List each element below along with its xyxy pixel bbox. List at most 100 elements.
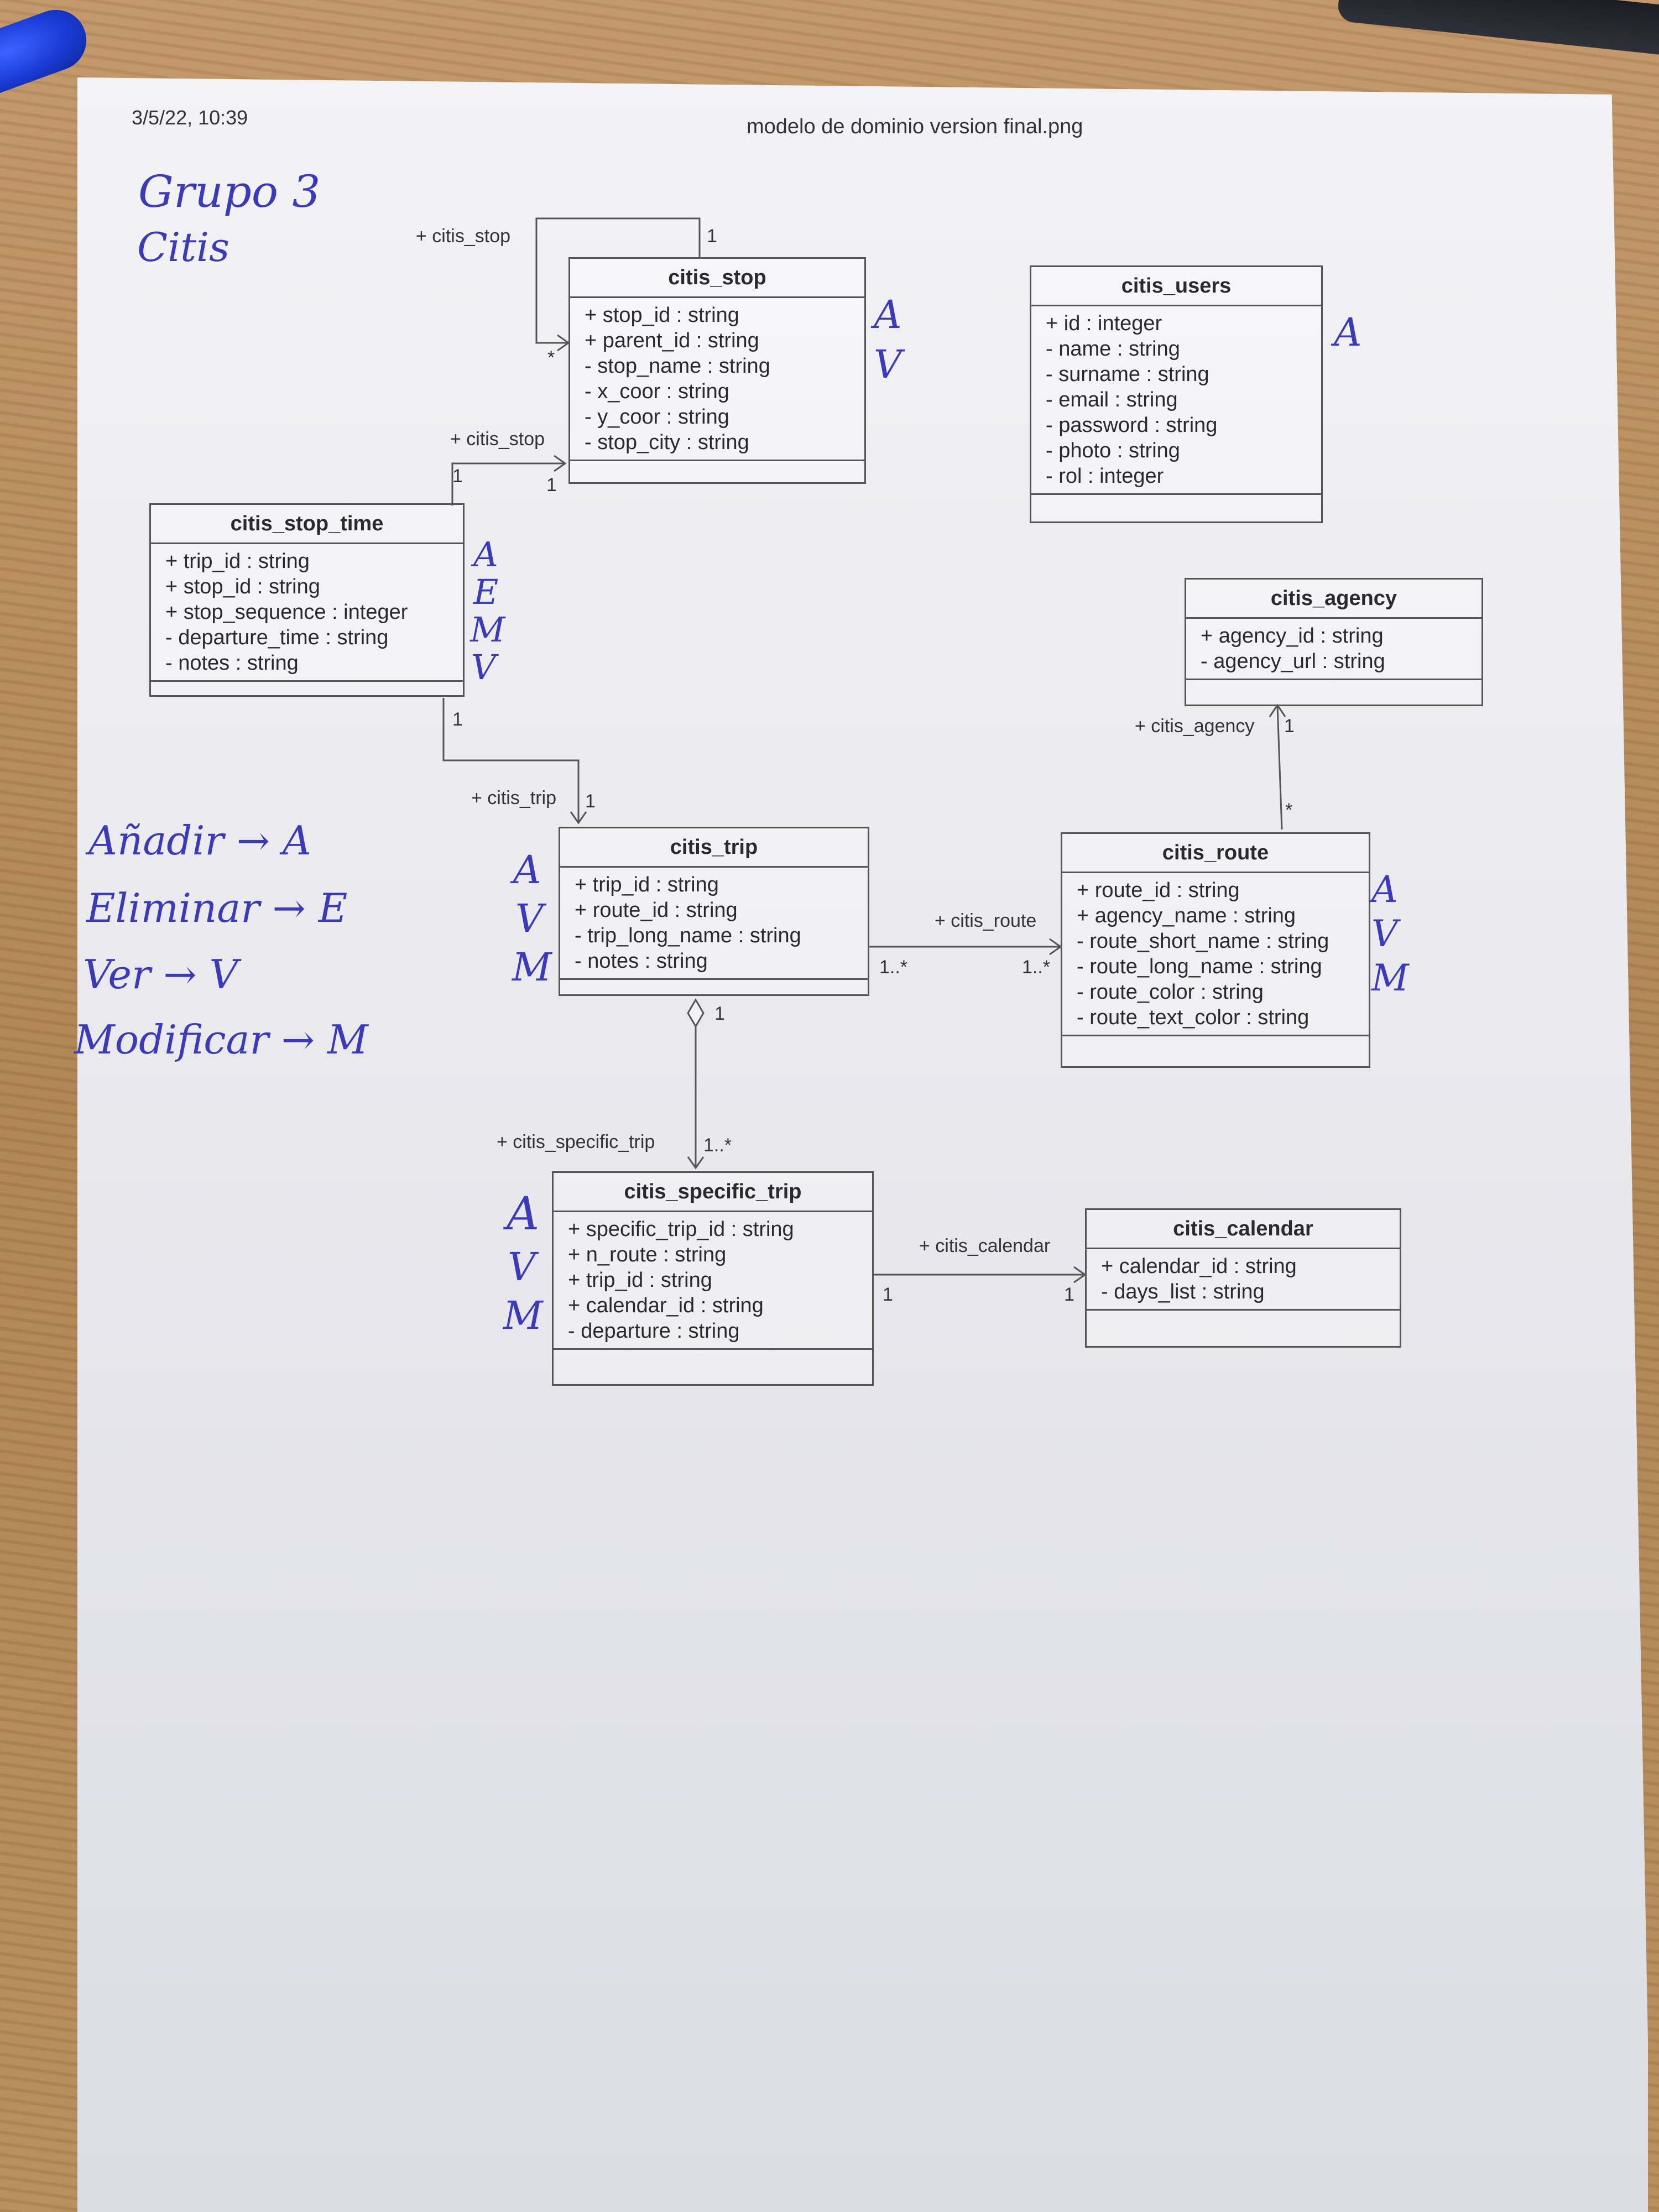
mark-trip-v: V xyxy=(515,896,544,941)
attribute: + n_route : string xyxy=(568,1243,727,1266)
arrow-trip-specific xyxy=(687,1156,705,1170)
mult-stop-self-2: * xyxy=(547,347,555,368)
print-timestamp: 3/5/22, 10:39 xyxy=(132,106,248,129)
mark-route-m: M xyxy=(1371,957,1409,999)
attribute: - name : string xyxy=(1046,337,1180,361)
class-operations xyxy=(1087,1309,1400,1335)
mark-trip-a: A xyxy=(513,847,541,893)
legend-add: Añadir → A xyxy=(88,817,311,864)
mult-route-agency-2: * xyxy=(1285,800,1293,821)
class-operations xyxy=(560,978,868,1004)
mult-specific-calendar-1: 1 xyxy=(883,1284,893,1305)
attribute: - photo : string xyxy=(1046,439,1180,462)
class-attributes: + agency_id : string - agency_url : stri… xyxy=(1186,619,1481,679)
sheet-surface xyxy=(77,77,1648,2212)
attribute: + parent_id : string xyxy=(585,329,759,352)
attribute: - route_text_color : string xyxy=(1077,1006,1310,1029)
attribute: - notes : string xyxy=(575,950,708,973)
line-stop-self xyxy=(535,217,701,344)
class-name: citis_stop xyxy=(570,259,864,298)
class-name: citis_specific_trip xyxy=(554,1173,872,1212)
attribute: + stop_sequence : integer xyxy=(165,601,408,624)
mark-stoptime-v: V xyxy=(471,647,496,687)
mark-specific-m: M xyxy=(503,1293,543,1338)
line-stoptime-stop xyxy=(451,462,565,506)
class-attributes: + trip_id : string + stop_id : string + … xyxy=(151,544,463,680)
class-operations xyxy=(570,460,864,486)
attribute: - departure : string xyxy=(568,1319,740,1343)
mult-stoptime-stop-2: 1 xyxy=(546,474,557,495)
attribute: + stop_id : string xyxy=(585,304,739,327)
mult-stoptime-trip-2: 1 xyxy=(585,791,596,812)
arrow-stoptime-stop xyxy=(554,455,567,472)
arrow-stoptime-trip xyxy=(570,811,587,825)
mult-stoptime-trip-1: 1 xyxy=(452,709,463,730)
class-attributes: + id : integer - name : string - surname… xyxy=(1031,306,1321,493)
class-name: citis_route xyxy=(1062,834,1369,873)
class-citis-calendar: citis_calendar + calendar_id : string - … xyxy=(1085,1208,1401,1348)
attribute: + route_id : string xyxy=(1077,879,1240,902)
class-operations xyxy=(554,1348,872,1374)
mult-trip-route-2: 1..* xyxy=(1022,957,1051,978)
mark-route-v: V xyxy=(1371,912,1398,955)
attribute: + calendar_id : string xyxy=(1101,1255,1297,1278)
class-operations xyxy=(151,680,463,706)
class-operations xyxy=(1062,1035,1369,1061)
class-citis-stop: citis_stop + stop_id : string + parent_i… xyxy=(568,257,866,484)
class-citis-route: citis_route + route_id : string + agency… xyxy=(1061,832,1370,1068)
attribute: - route_long_name : string xyxy=(1077,955,1322,978)
attribute: - agency_url : string xyxy=(1201,650,1385,673)
mult-stoptime-stop-1: 1 xyxy=(452,466,463,487)
mark-stoptime-e: E xyxy=(473,572,499,612)
class-name: citis_stop_time xyxy=(151,505,463,544)
mult-route-agency-1: 1 xyxy=(1284,716,1295,737)
attribute: - rol : integer xyxy=(1046,465,1164,488)
attribute: - trip_long_name : string xyxy=(575,924,801,947)
handwritten-group: Grupo 3 xyxy=(138,166,321,217)
attribute: + agency_id : string xyxy=(1201,624,1384,648)
class-attributes: + stop_id : string + parent_id : string … xyxy=(570,298,864,460)
class-attributes: + route_id : string + agency_name : stri… xyxy=(1062,873,1369,1035)
attribute: - x_coor : string xyxy=(585,380,729,403)
class-name: citis_users xyxy=(1031,267,1321,306)
attribute: - route_color : string xyxy=(1077,980,1264,1004)
attribute: + trip_id : string xyxy=(165,550,310,573)
attribute: + calendar_id : string xyxy=(568,1294,764,1317)
class-name: citis_trip xyxy=(560,828,868,868)
attribute: - y_coor : string xyxy=(585,405,729,429)
class-name: citis_calendar xyxy=(1087,1210,1400,1249)
class-attributes: + specific_trip_id : string + n_route : … xyxy=(554,1212,872,1348)
mult-trip-route-1: 1..* xyxy=(879,957,908,978)
attribute: - departure_time : string xyxy=(165,626,389,649)
aggregation-diamond xyxy=(687,998,705,1028)
attribute: - notes : string xyxy=(165,651,299,675)
role-trip-route: + citis_route xyxy=(935,910,1037,931)
mark-stoptime-a: A xyxy=(473,534,498,575)
role-stop-self: + citis_stop xyxy=(416,226,511,247)
mult-trip-specific-1: 1 xyxy=(714,1003,725,1024)
class-name: citis_agency xyxy=(1186,580,1481,619)
attribute: - surname : string xyxy=(1046,363,1209,386)
legend-view: Ver → V xyxy=(83,951,238,998)
class-citis-trip: citis_trip + trip_id : string + route_id… xyxy=(559,827,869,996)
attribute: + stop_id : string xyxy=(165,575,320,598)
role-specific-calendar: + citis_calendar xyxy=(919,1235,1051,1256)
legend-delete: Eliminar → E xyxy=(86,885,348,931)
role-stoptime-stop: + citis_stop xyxy=(450,429,545,450)
role-stoptime-trip: + citis_trip xyxy=(471,787,556,808)
mark-specific-a: A xyxy=(507,1188,540,1240)
attribute: + specific_trip_id : string xyxy=(568,1218,794,1241)
class-citis-stop-time: citis_stop_time + trip_id : string + sto… xyxy=(149,503,465,697)
class-citis-users: citis_users + id : integer - name : stri… xyxy=(1030,265,1323,523)
attribute: - password : string xyxy=(1046,414,1218,437)
role-route-agency: + citis_agency xyxy=(1135,716,1255,737)
mult-trip-specific-2: 1..* xyxy=(703,1135,732,1156)
class-operations xyxy=(1031,493,1321,519)
attribute: - days_list : string xyxy=(1101,1280,1265,1303)
attribute: + agency_name : string xyxy=(1077,904,1296,927)
role-trip-specific: + citis_specific_trip xyxy=(497,1131,655,1152)
mark-route-a: A xyxy=(1371,868,1398,911)
class-attributes: + calendar_id : string - days_list : str… xyxy=(1087,1249,1400,1309)
